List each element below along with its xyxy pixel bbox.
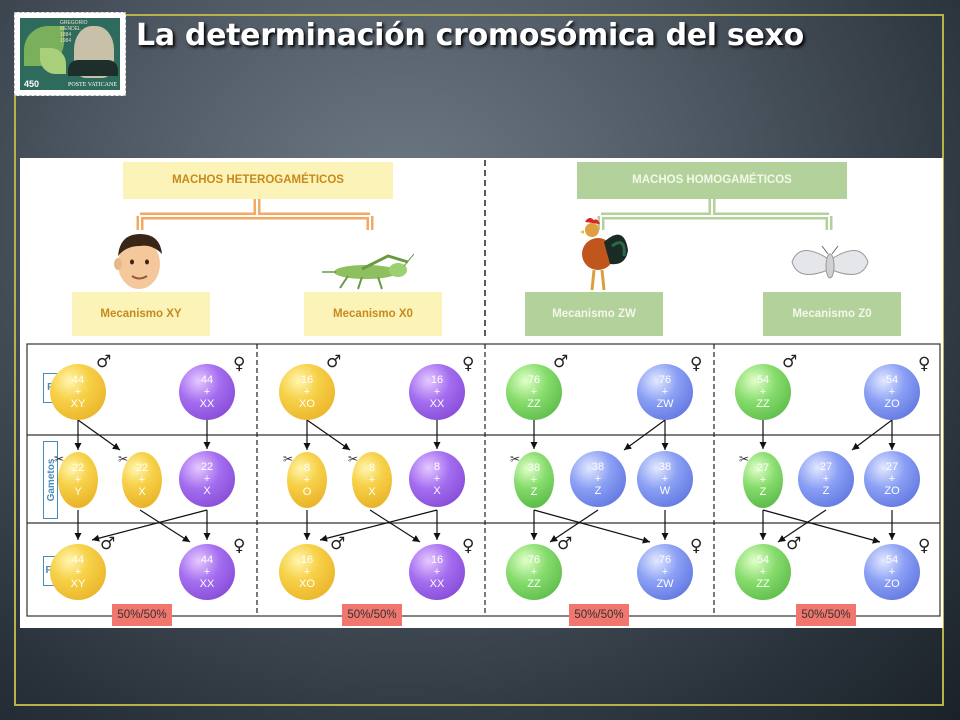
- female-symbol: ♀: [462, 354, 475, 374]
- diagram-panel: MACHOS HETEROGAMÉTICOS MACHOS HOMOGAMÉTI…: [20, 158, 943, 628]
- sperm-icon: ✂: [739, 452, 750, 466]
- offspring-male-zz: 54+ZZ: [735, 544, 791, 600]
- male-symbol: ♂: [326, 352, 342, 372]
- mechanism-xy: Mecanismo XY: [72, 292, 210, 336]
- female-symbol: ♀: [918, 536, 931, 556]
- parent-male-zz: 54+ZZ: [735, 364, 791, 420]
- offspring-female-xx: 44+XX: [179, 544, 235, 600]
- row-label-gametes: Gametos: [43, 441, 58, 519]
- parent-male-zz: 76+ZZ: [506, 364, 562, 420]
- grasshopper-illustration: [322, 253, 414, 290]
- male-symbol: ♂: [100, 534, 116, 554]
- diagram-lines: [26, 160, 941, 617]
- sperm-icon: ✂: [283, 452, 294, 466]
- ratio-badge-z0: 50%/50%: [796, 604, 856, 626]
- gamete-z-female: 38+Z: [570, 451, 626, 507]
- male-symbol: ♂: [782, 352, 798, 372]
- male-symbol: ♂: [553, 352, 569, 372]
- mechanism-z0: Mecanismo Z0: [763, 292, 901, 336]
- female-symbol: ♀: [233, 354, 246, 374]
- sperm-icon: ✂: [54, 452, 65, 466]
- gamete-x-female: 8+X: [409, 451, 465, 507]
- gamete-z-female: 27+Z: [798, 451, 854, 507]
- gamete-z-male: 38+Z: [514, 452, 554, 508]
- offspring-female-zw: 76+ZW: [637, 544, 693, 600]
- offspring-female-zo: 54+ZO: [864, 544, 920, 600]
- header-heterogametic-males: MACHOS HETEROGAMÉTICOS: [123, 162, 393, 199]
- gamete-zo: 27+ZO: [864, 451, 920, 507]
- offspring-female-xx: 16+XX: [409, 544, 465, 600]
- ratio-badge-x0: 50%/50%: [342, 604, 402, 626]
- mechanism-zw: Mecanismo ZW: [525, 292, 663, 336]
- ratio-badge-xy: 50%/50%: [112, 604, 172, 626]
- human-male-illustration: [114, 234, 162, 289]
- parent-female-xx: 16+XX: [409, 364, 465, 420]
- female-symbol: ♀: [462, 536, 475, 556]
- parent-male-xo: 16+XO: [279, 364, 335, 420]
- male-symbol: ♂: [96, 352, 112, 372]
- gamete-x-female: 22+X: [179, 451, 235, 507]
- gamete-z-male: 27+Z: [743, 452, 783, 508]
- male-symbol: ♂: [786, 534, 802, 554]
- female-symbol: ♀: [918, 354, 931, 374]
- male-symbol: ♂: [557, 534, 573, 554]
- gamete-x-male: 22+X: [122, 452, 162, 508]
- gamete-o: 8+O: [287, 452, 327, 508]
- gamete-w: 38+W: [637, 451, 693, 507]
- gamete-x-male: 8+X: [352, 452, 392, 508]
- female-symbol: ♀: [690, 536, 703, 556]
- female-symbol: ♀: [690, 354, 703, 374]
- slide-title: La determinación cromosómica del sexo: [136, 18, 804, 53]
- slide-frame: [14, 14, 944, 706]
- sperm-icon: ✂: [510, 452, 521, 466]
- gamete-y: 22+Y: [58, 452, 98, 508]
- female-symbol: ♀: [233, 536, 246, 556]
- offspring-male-xo: 16+XO: [279, 544, 335, 600]
- offspring-male-zz: 76+ZZ: [506, 544, 562, 600]
- sperm-icon: ✂: [348, 452, 359, 466]
- parent-male-xy: 44+XY: [50, 364, 106, 420]
- header-homogametic-males: MACHOS HOMOGAMÉTICOS: [577, 162, 847, 199]
- parent-female-xx: 44+XX: [179, 364, 235, 420]
- moth-illustration: [791, 245, 869, 279]
- parent-female-zw: 76+ZW: [637, 364, 693, 420]
- parent-female-zo: 54+ZO: [864, 364, 920, 420]
- rooster-illustration: [580, 218, 628, 291]
- mechanism-x0: Mecanismo X0: [304, 292, 442, 336]
- male-symbol: ♂: [330, 534, 346, 554]
- ratio-badge-zw: 50%/50%: [569, 604, 629, 626]
- offspring-male-xy: 44+XY: [50, 544, 106, 600]
- sperm-icon: ✂: [118, 452, 129, 466]
